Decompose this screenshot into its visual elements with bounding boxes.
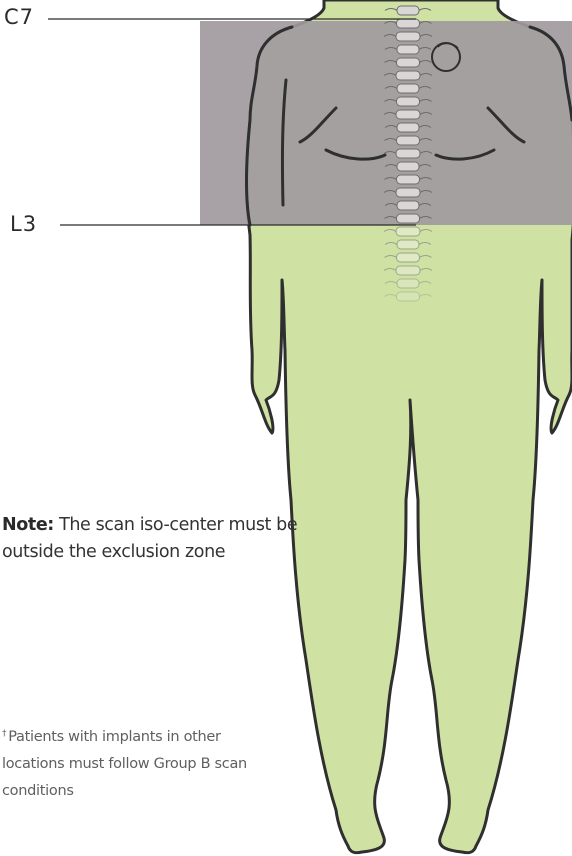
vertebra xyxy=(396,227,420,236)
vertebra xyxy=(396,188,420,197)
vertebra xyxy=(397,58,420,67)
exclusion-zone xyxy=(200,21,572,225)
vertebra xyxy=(397,136,420,145)
vertebra xyxy=(397,45,419,54)
vertebra xyxy=(397,123,419,132)
footnote-text: †Patients with implants in other locatio… xyxy=(2,721,272,805)
footnote-marker: † xyxy=(2,729,6,739)
vertebra xyxy=(396,32,420,41)
vertebra xyxy=(396,149,420,158)
c7-label: C7 xyxy=(4,7,34,28)
vertebra xyxy=(397,19,420,28)
vertebra xyxy=(397,97,420,106)
vertebra xyxy=(396,71,420,80)
vertebra xyxy=(397,201,419,210)
vertebra xyxy=(397,279,419,288)
vertebra xyxy=(397,175,420,184)
vertebra xyxy=(397,84,419,93)
note-prefix: Note: xyxy=(2,515,54,535)
vertebra xyxy=(397,6,419,15)
note-text: Note: The scan iso-center must be outsid… xyxy=(2,512,302,566)
vertebra xyxy=(396,266,420,275)
l3-label: L3 xyxy=(10,214,37,235)
vertebra xyxy=(397,240,419,249)
vertebra xyxy=(396,110,420,119)
footnote-body: Patients with implants in other location… xyxy=(2,729,247,799)
vertebra xyxy=(397,162,419,171)
vertebra xyxy=(397,292,420,301)
vertebra xyxy=(397,253,420,262)
vertebra xyxy=(397,214,420,223)
